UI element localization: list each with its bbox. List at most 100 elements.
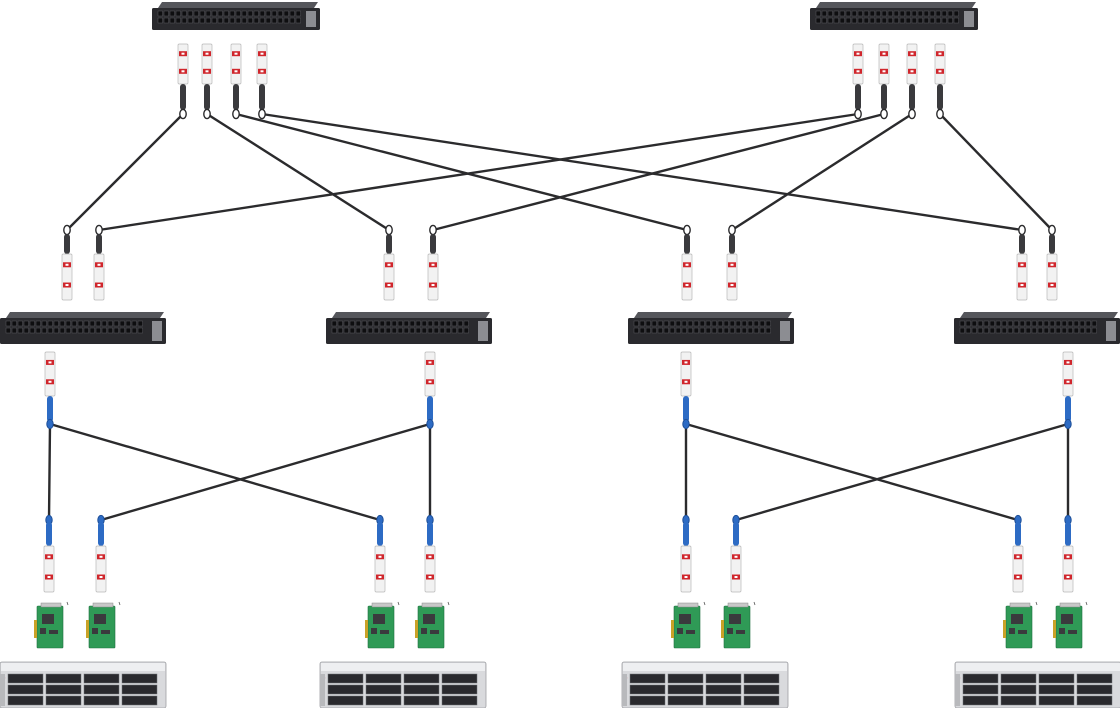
spine-2-cable-joint-1 bbox=[854, 108, 862, 120]
server-4-nic-2 bbox=[1053, 601, 1088, 649]
spine-2-boot-3 bbox=[909, 84, 915, 110]
leaf-switch-2 bbox=[326, 312, 492, 344]
leaf-switch-3 bbox=[628, 312, 794, 344]
leaf-4-cable-joint-up-2 bbox=[1048, 224, 1056, 236]
spine-2-boot-1 bbox=[855, 84, 861, 110]
cable-spine-to-leaf-2 bbox=[205, 112, 391, 232]
spine-1-transceiver-3 bbox=[230, 43, 242, 85]
leaf-3-cable-joint-up-1 bbox=[683, 224, 691, 236]
leaf-4-cable-joint-up-1 bbox=[1018, 224, 1026, 236]
leaf-1-boot-up-1 bbox=[64, 234, 70, 254]
leaf-4-boot-up-1 bbox=[1019, 234, 1025, 254]
leaf-4-cable-joint-down bbox=[1064, 418, 1072, 430]
spine-1-boot-3 bbox=[233, 84, 239, 110]
cable-leaf-to-server-2 bbox=[48, 422, 382, 522]
cable-leaf-to-server-1 bbox=[47, 422, 52, 522]
server-4 bbox=[954, 661, 1120, 708]
server-3-boot-2 bbox=[733, 522, 739, 546]
leaf-4-downlink-transceiver bbox=[1062, 351, 1074, 397]
leaf-3-boot-up-2 bbox=[729, 234, 735, 254]
server-4-boot-2 bbox=[1065, 522, 1071, 546]
spine-1-boot-2 bbox=[204, 84, 210, 110]
leaf-3-cable-joint-up-2 bbox=[728, 224, 736, 236]
spine-2-transceiver-4 bbox=[934, 43, 946, 85]
server-1-boot-1 bbox=[46, 522, 52, 546]
leaf-3-boot-down bbox=[683, 396, 689, 422]
leaf-1-cable-joint-down bbox=[46, 418, 54, 430]
leaf-1-cable-joint-up-1 bbox=[63, 224, 71, 236]
leaf-switch-1 bbox=[0, 312, 166, 344]
server-1-boot-2 bbox=[98, 522, 104, 546]
spine-switch-2 bbox=[810, 2, 978, 30]
leaf-2-cable-joint-up-2 bbox=[429, 224, 437, 236]
leaf-2-boot-down bbox=[427, 396, 433, 422]
cable-spine-to-leaf-4 bbox=[260, 112, 1024, 232]
spine-2-boot-4 bbox=[937, 84, 943, 110]
cable-leaf-to-server-3 bbox=[99, 422, 432, 522]
spine-2-cable-joint-2 bbox=[880, 108, 888, 120]
leaf-2-downlink-transceiver bbox=[424, 351, 436, 397]
leaf-4-boot-down bbox=[1065, 396, 1071, 422]
cable-layer bbox=[47, 86, 1070, 540]
spine-2-boot-2 bbox=[881, 84, 887, 110]
server-3-transceiver-2 bbox=[730, 545, 742, 593]
cable-spine-to-leaf-7 bbox=[730, 112, 914, 232]
cable-spine-to-leaf-8 bbox=[938, 112, 1054, 232]
spine-1-boot-4 bbox=[259, 84, 265, 110]
spine-1-transceiver-1 bbox=[177, 43, 189, 85]
cable-spine-to-leaf-3 bbox=[234, 112, 689, 232]
cable-spine-to-leaf-6 bbox=[431, 112, 886, 232]
server-1 bbox=[0, 661, 167, 708]
leaf-2-boot-up-2 bbox=[430, 234, 436, 254]
leaf-1-boot-down bbox=[47, 396, 53, 422]
server-4-transceiver-1 bbox=[1012, 545, 1024, 593]
cable-leaf-to-server-7 bbox=[734, 422, 1070, 522]
spine-2-transceiver-2 bbox=[878, 43, 890, 85]
cable-spine-to-leaf-5 bbox=[97, 112, 860, 232]
server-1-transceiver-2 bbox=[95, 545, 107, 593]
leaf-1-uplink-transceiver-1 bbox=[61, 253, 73, 301]
server-3-transceiver-1 bbox=[680, 545, 692, 593]
spine-1-boot-1 bbox=[180, 84, 186, 110]
leaf-2-boot-up-1 bbox=[386, 234, 392, 254]
leaf-3-cable-joint-down bbox=[682, 418, 690, 430]
server-3-nic-1 bbox=[671, 601, 706, 649]
server-2-boot-1 bbox=[377, 522, 383, 546]
spine-1-cable-joint-2 bbox=[203, 108, 211, 120]
server-4-boot-1 bbox=[1015, 522, 1021, 546]
spine-1-transceiver-2 bbox=[201, 43, 213, 85]
spine-2-transceiver-1 bbox=[852, 43, 864, 85]
spine-1-cable-joint-4 bbox=[258, 108, 266, 120]
server-4-transceiver-2 bbox=[1062, 545, 1074, 593]
server-2 bbox=[319, 661, 487, 708]
leaf-3-uplink-transceiver-2 bbox=[726, 253, 738, 301]
leaf-3-uplink-transceiver-1 bbox=[681, 253, 693, 301]
leaf-1-downlink-transceiver bbox=[44, 351, 56, 397]
server-2-transceiver-1 bbox=[374, 545, 386, 593]
spine-1-cable-joint-1 bbox=[179, 108, 187, 120]
server-3-nic-2 bbox=[721, 601, 756, 649]
leaf-1-cable-joint-up-2 bbox=[95, 224, 103, 236]
server-2-nic-2 bbox=[415, 601, 450, 649]
cable-spine-to-leaf-1 bbox=[65, 112, 185, 232]
leaf-1-boot-up-2 bbox=[96, 234, 102, 254]
leaf-4-uplink-transceiver-2 bbox=[1046, 253, 1058, 301]
spine-2-cable-joint-4 bbox=[936, 108, 944, 120]
server-2-nic-1 bbox=[365, 601, 400, 649]
leaf-2-uplink-transceiver-1 bbox=[383, 253, 395, 301]
spine-1-transceiver-4 bbox=[256, 43, 268, 85]
server-1-nic-1 bbox=[34, 601, 69, 649]
leaf-3-downlink-transceiver bbox=[680, 351, 692, 397]
server-2-transceiver-2 bbox=[424, 545, 436, 593]
server-1-nic-2 bbox=[86, 601, 121, 649]
server-1-transceiver-1 bbox=[43, 545, 55, 593]
server-4-nic-1 bbox=[1003, 601, 1038, 649]
server-3-boot-1 bbox=[683, 522, 689, 546]
leaf-2-uplink-transceiver-2 bbox=[427, 253, 439, 301]
server-3 bbox=[621, 661, 789, 708]
leaf-1-uplink-transceiver-2 bbox=[93, 253, 105, 301]
leaf-4-boot-up-2 bbox=[1049, 234, 1055, 254]
server-2-boot-2 bbox=[427, 522, 433, 546]
